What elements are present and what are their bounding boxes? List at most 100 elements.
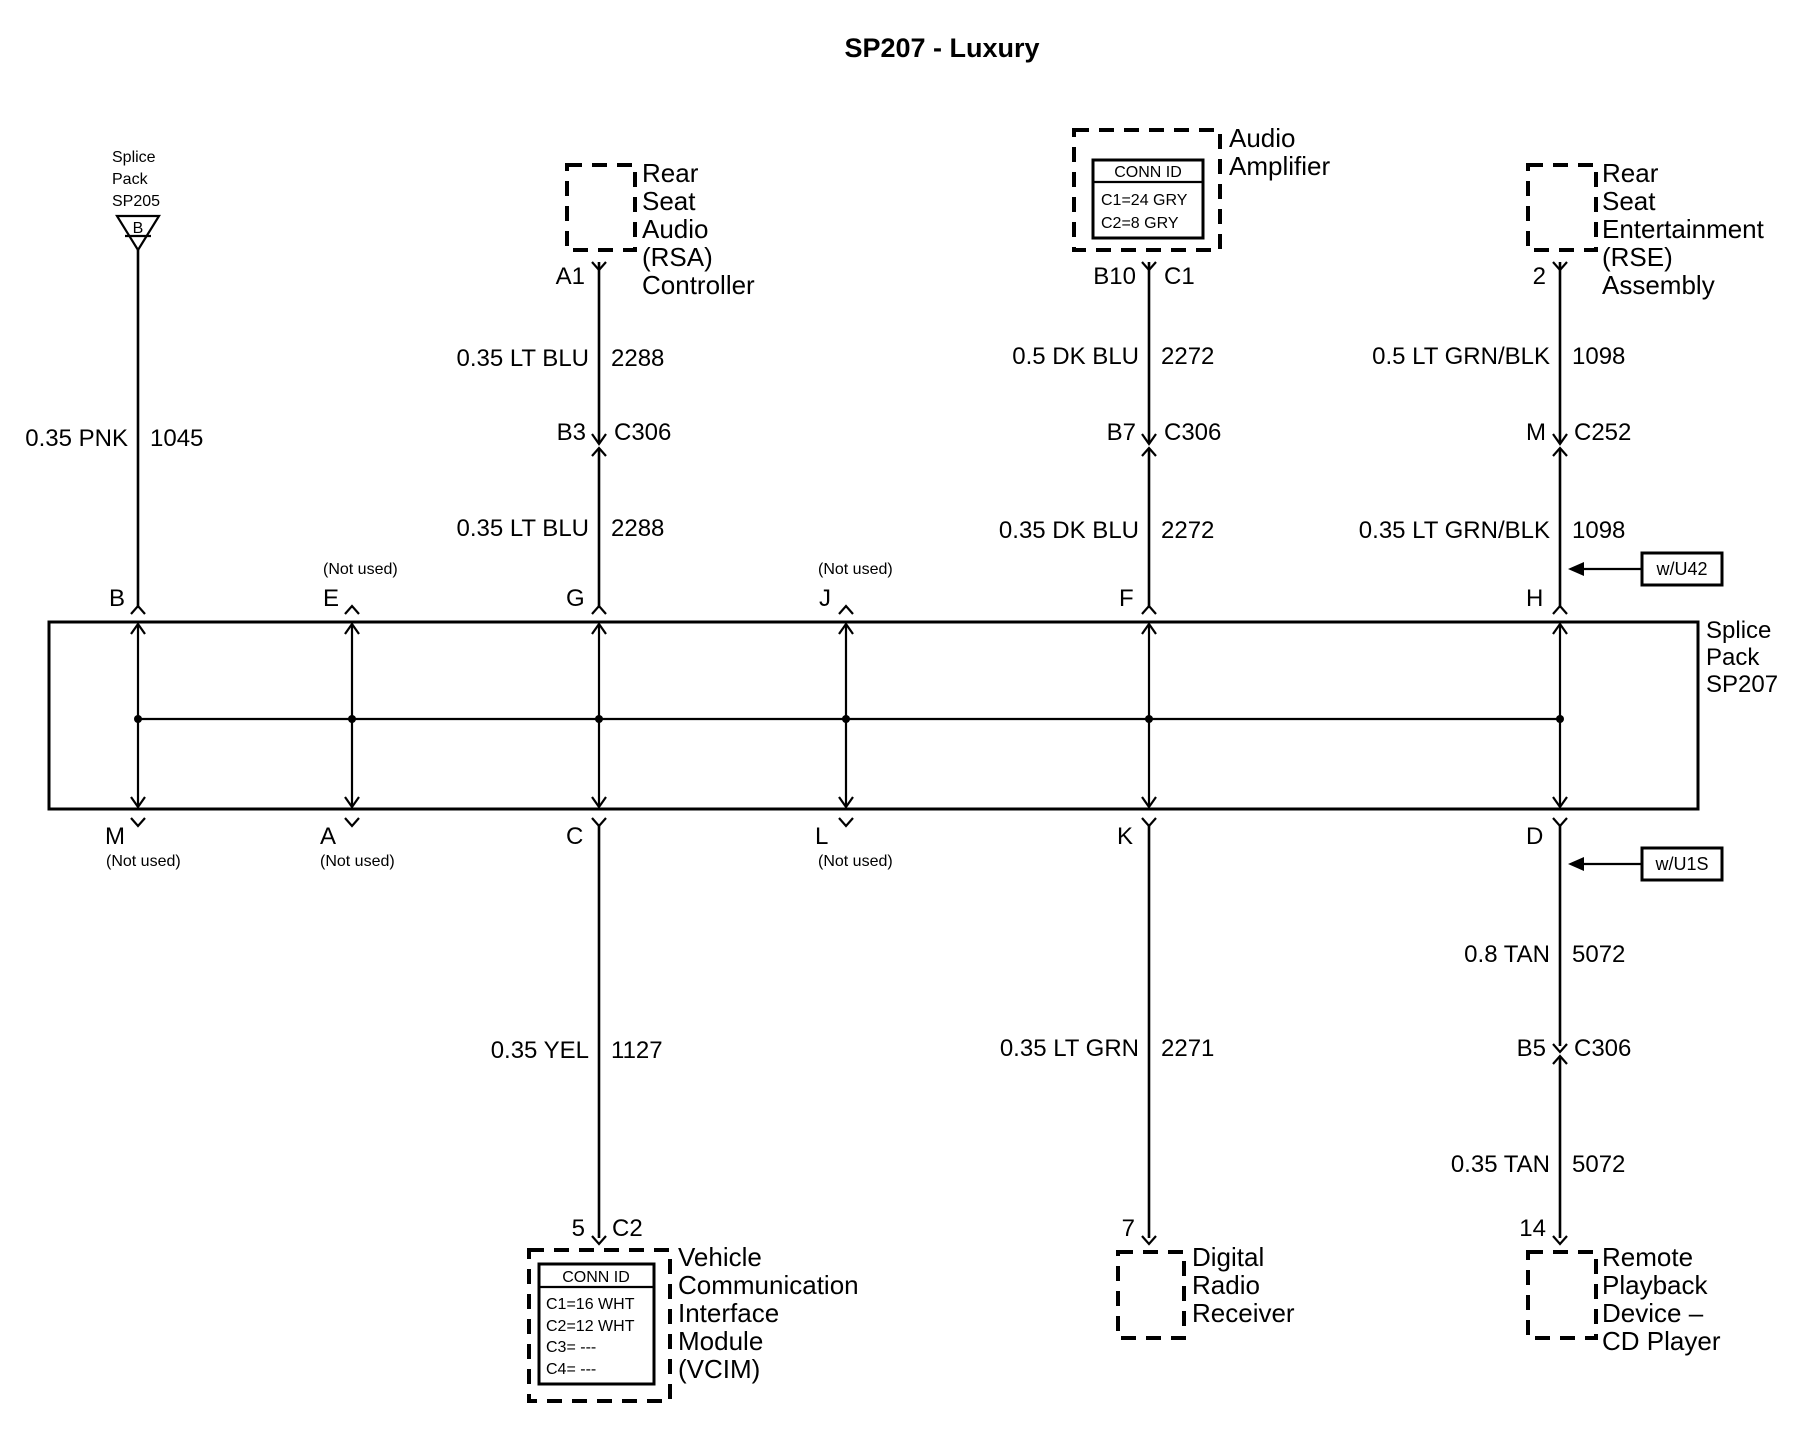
splice-line-h bbox=[1552, 622, 1568, 809]
wire-g-low-circuit: 2288 bbox=[611, 515, 664, 542]
wire-h-low-circuit: 1098 bbox=[1572, 517, 1625, 544]
wire-f-low-circuit: 2272 bbox=[1161, 517, 1214, 544]
cd-player-label: Remote Playback Device – CD Player bbox=[1602, 1242, 1721, 1356]
amp-conn-id-lines: C1=24 GRY C2=8 GRY bbox=[1101, 192, 1192, 232]
digital-radio-receiver-box bbox=[1116, 1250, 1186, 1340]
wire-f-low-label: 0.35 DK BLU bbox=[999, 517, 1139, 544]
c306-conn-d: C306 bbox=[1574, 1035, 1631, 1062]
c252-conn-h: C252 bbox=[1574, 419, 1631, 446]
vcim-conn: C2 bbox=[612, 1215, 643, 1242]
audio-amplifier-label: Audio Amplifier bbox=[1229, 123, 1330, 181]
splice-internal-lines bbox=[130, 622, 1568, 809]
vcim-label: Vehicle Communication Interface Module (… bbox=[678, 1242, 866, 1384]
vcim-pin: 5 bbox=[572, 1215, 585, 1242]
not-used-e: (Not used) bbox=[323, 561, 398, 578]
amp-conn: C1 bbox=[1164, 263, 1195, 290]
wire-g-low-label: 0.35 LT BLU bbox=[456, 515, 589, 542]
option-u1s-box bbox=[1640, 846, 1724, 882]
rsa-controller-label: Rear Seat Audio (RSA) Controller bbox=[642, 158, 755, 300]
diagram-title: SP207 - Luxury bbox=[844, 33, 1039, 63]
rse-pin: 2 bbox=[1533, 263, 1546, 290]
option-u42: w/U42 bbox=[1655, 559, 1707, 579]
pin-b-label: B bbox=[109, 585, 125, 612]
column-k: 0.35 LT GRN 2271 7 Digital Radio Receive… bbox=[1000, 826, 1295, 1340]
splice-bottom-terminals: M A C L K D (Not used) (Not used) (Not u… bbox=[105, 817, 1568, 870]
drr-pin: 7 bbox=[1122, 1215, 1135, 1242]
digital-radio-receiver-label: Digital Radio Receiver bbox=[1192, 1242, 1295, 1328]
wire-d-low-circuit: 5072 bbox=[1572, 1151, 1625, 1178]
splice-line-j bbox=[838, 622, 854, 809]
splice-line-g bbox=[591, 622, 607, 809]
amp-conn-id-box bbox=[1091, 158, 1205, 240]
wire-g-up-label: 0.35 LT BLU bbox=[456, 345, 589, 372]
pin-k-label: K bbox=[1117, 823, 1133, 850]
audio-amplifier-box bbox=[1072, 128, 1222, 252]
wire-h-low-label: 0.35 LT GRN/BLK bbox=[1359, 517, 1550, 544]
u1s-arrow-icon bbox=[1568, 857, 1584, 871]
option-u1s: w/U1S bbox=[1654, 854, 1708, 874]
vcim-conn-id-box bbox=[537, 1262, 656, 1386]
wire-b-label: 0.35 PNK bbox=[25, 425, 128, 452]
sp205-label: Splice Pack SP205 bbox=[112, 149, 160, 210]
splice-pack-label: Splice Pack SP207 bbox=[1706, 617, 1778, 698]
wire-g-up-circuit: 2288 bbox=[611, 345, 664, 372]
wire-f-up-label: 0.5 DK BLU bbox=[1012, 343, 1139, 370]
option-u42-box bbox=[1640, 551, 1724, 587]
pin-f-label: F bbox=[1119, 585, 1134, 612]
wire-k-circuit: 2271 bbox=[1161, 1035, 1214, 1062]
splice-line-f bbox=[1141, 622, 1157, 809]
not-used-a: (Not used) bbox=[320, 853, 395, 870]
rse-assembly-box bbox=[1526, 163, 1598, 252]
wire-d-low-label: 0.35 TAN bbox=[1451, 1151, 1550, 1178]
column-c: 0.35 YEL 1127 5 C2 CONN ID C1=16 WHT C2=… bbox=[491, 826, 866, 1403]
column-d: w/U1S 0.8 TAN 5072 B5 C306 0.35 TAN 5072… bbox=[1451, 826, 1724, 1356]
pin-c-label: C bbox=[566, 823, 583, 850]
pin-m-label: M bbox=[105, 823, 125, 850]
rsa-pin: A1 bbox=[556, 263, 585, 290]
wire-h-up-circuit: 1098 bbox=[1572, 343, 1625, 370]
rsa-controller-box bbox=[565, 163, 637, 252]
pin-l-label: L bbox=[815, 823, 828, 850]
c252-pin-h: M bbox=[1526, 419, 1546, 446]
rse-assembly-label: Rear Seat Entertainment (RSE) Assembly bbox=[1602, 158, 1771, 300]
splice-pack-body bbox=[47, 620, 1700, 811]
pin-j-label: J bbox=[819, 585, 831, 612]
vcim-box bbox=[527, 1248, 672, 1403]
u42-arrow-icon bbox=[1568, 562, 1584, 576]
splice-line-b bbox=[130, 622, 146, 809]
column-f: CONN ID C1=24 GRY C2=8 GRY Audio Amplifi… bbox=[999, 123, 1330, 606]
c306-conn-f: C306 bbox=[1164, 419, 1221, 446]
c306-conn-g: C306 bbox=[614, 419, 671, 446]
c306-pin-g: B3 bbox=[557, 419, 586, 446]
wire-d-up-circuit: 5072 bbox=[1572, 941, 1625, 968]
pin-d-label: D bbox=[1526, 823, 1543, 850]
pin-a-label: A bbox=[320, 823, 336, 850]
amp-pin: B10 bbox=[1093, 263, 1136, 290]
wire-b-circuit: 1045 bbox=[150, 425, 203, 452]
c306-pin-f: B7 bbox=[1107, 419, 1136, 446]
column-g: Rear Seat Audio (RSA) Controller A1 0.35… bbox=[456, 158, 755, 606]
pin-e-label: E bbox=[323, 585, 339, 612]
not-used-j: (Not used) bbox=[818, 561, 893, 578]
pin-h-label: H bbox=[1526, 585, 1543, 612]
c306-connector-d bbox=[1552, 1043, 1568, 1065]
column-h: Rear Seat Entertainment (RSE) Assembly 2… bbox=[1359, 158, 1771, 606]
vcim-conn-id-lines: C1=16 WHT C2=12 WHT C3= --- C4= --- bbox=[546, 1296, 639, 1378]
column-b: Splice Pack SP205 B 0.35 PNK 1045 bbox=[25, 149, 203, 606]
wire-h-up-label: 0.5 LT GRN/BLK bbox=[1372, 343, 1550, 370]
wire-c-label: 0.35 YEL bbox=[491, 1037, 589, 1064]
wire-k-label: 0.35 LT GRN bbox=[1000, 1035, 1139, 1062]
splice-top-terminals: B E G J F H (Not used) (Not used) bbox=[109, 561, 1568, 615]
c306-pin-d: B5 bbox=[1517, 1035, 1546, 1062]
splice-line-e bbox=[344, 622, 360, 809]
cd-pin: 14 bbox=[1519, 1215, 1546, 1242]
wire-f-up-circuit: 2272 bbox=[1161, 343, 1214, 370]
pin-g-label: G bbox=[566, 585, 585, 612]
cd-player-box bbox=[1526, 1250, 1598, 1340]
not-used-l: (Not used) bbox=[818, 853, 893, 870]
amp-conn-id-title: CONN ID bbox=[1114, 164, 1182, 181]
not-used-m: (Not used) bbox=[106, 853, 181, 870]
sp205-triangle-symbol bbox=[115, 214, 161, 253]
wire-c-circuit: 1127 bbox=[611, 1037, 663, 1064]
